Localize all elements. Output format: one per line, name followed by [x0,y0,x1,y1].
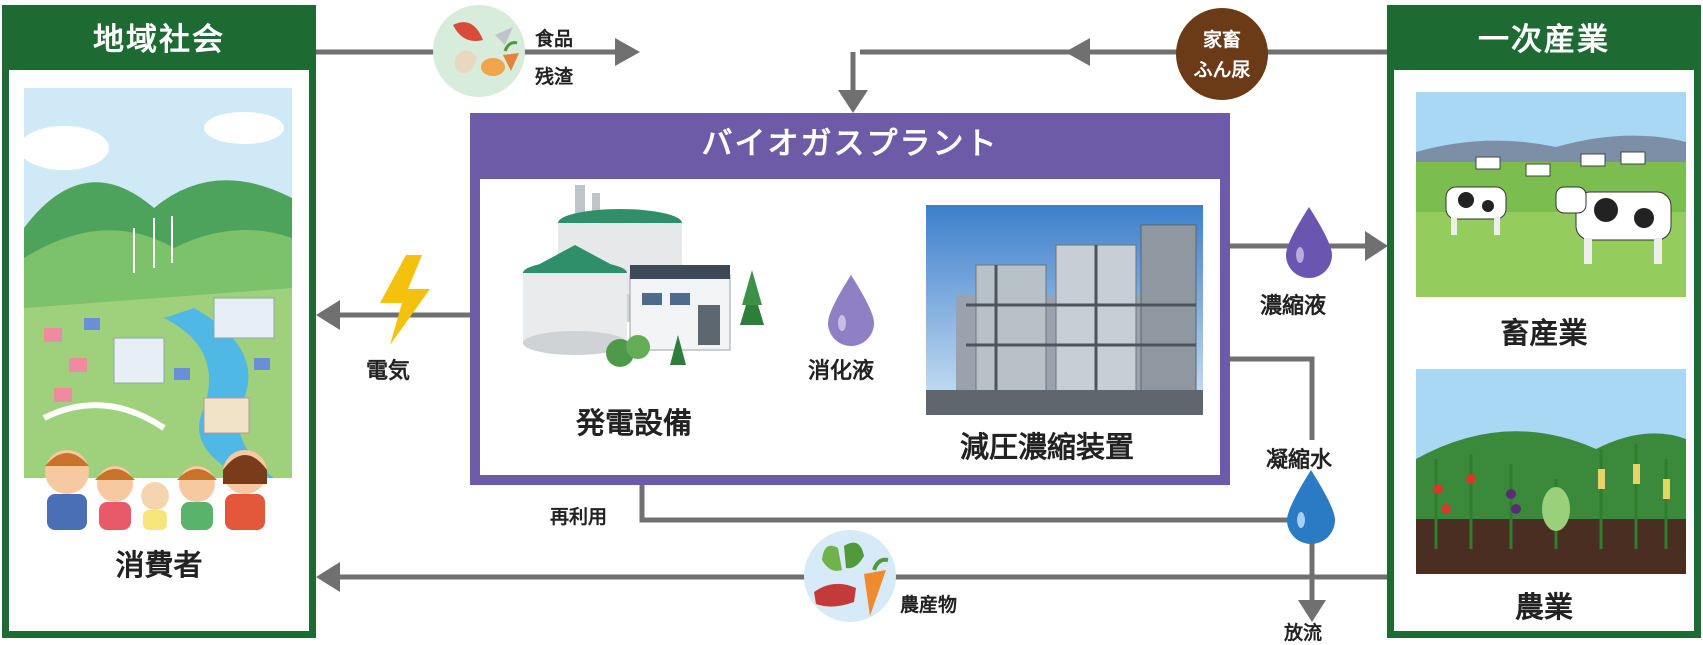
primary-industry-title: 一次産業 [1394,12,1694,70]
reuse-label: 再利用 [550,506,608,528]
produce-label: 農産物 [900,594,958,616]
discharge-label: 放流 [1284,622,1323,644]
community-title: 地域社会 [9,12,309,70]
concentrate-label: 濃縮液 [1260,294,1327,319]
primary-industry-panel: 一次産業 畜産業 [1387,5,1701,638]
concentrate-drop-icon [1284,207,1334,279]
electricity-label: 電気 [366,359,411,384]
manure-label-1: 家畜 [1202,29,1241,51]
biogas-plant-title: バイオガスプラント [701,126,999,162]
food-waste-icon [433,5,525,97]
digestate-drop-icon [826,275,876,347]
town-illustration [24,88,292,478]
farming-label: 農業 [1514,590,1573,624]
community-panel: 地域社会 [2,5,316,638]
manure-badge: 家畜 ふん尿 [1176,8,1268,100]
farm-photo [1416,369,1686,574]
generator-label: 発電設備 [576,406,693,440]
condensate-drop-icon [1285,470,1337,544]
food-waste-label-1: 食品 [535,28,574,50]
food-waste-label-2: 残渣 [535,66,574,88]
family-illustration [37,440,277,530]
consumer-label: 消費者 [115,548,203,582]
manure-label-2: ふん尿 [1193,59,1251,81]
livestock-label: 畜産業 [1500,316,1588,350]
digestate-label: 消化液 [808,359,875,384]
generator-illustration [520,175,765,395]
produce-icon [804,530,896,622]
condensate-label: 凝縮水 [1266,448,1333,473]
lightning-icon [376,255,434,345]
evaporator-photo [926,205,1203,415]
livestock-photo [1416,92,1686,297]
evaporator-label: 減圧濃縮装置 [960,430,1135,464]
